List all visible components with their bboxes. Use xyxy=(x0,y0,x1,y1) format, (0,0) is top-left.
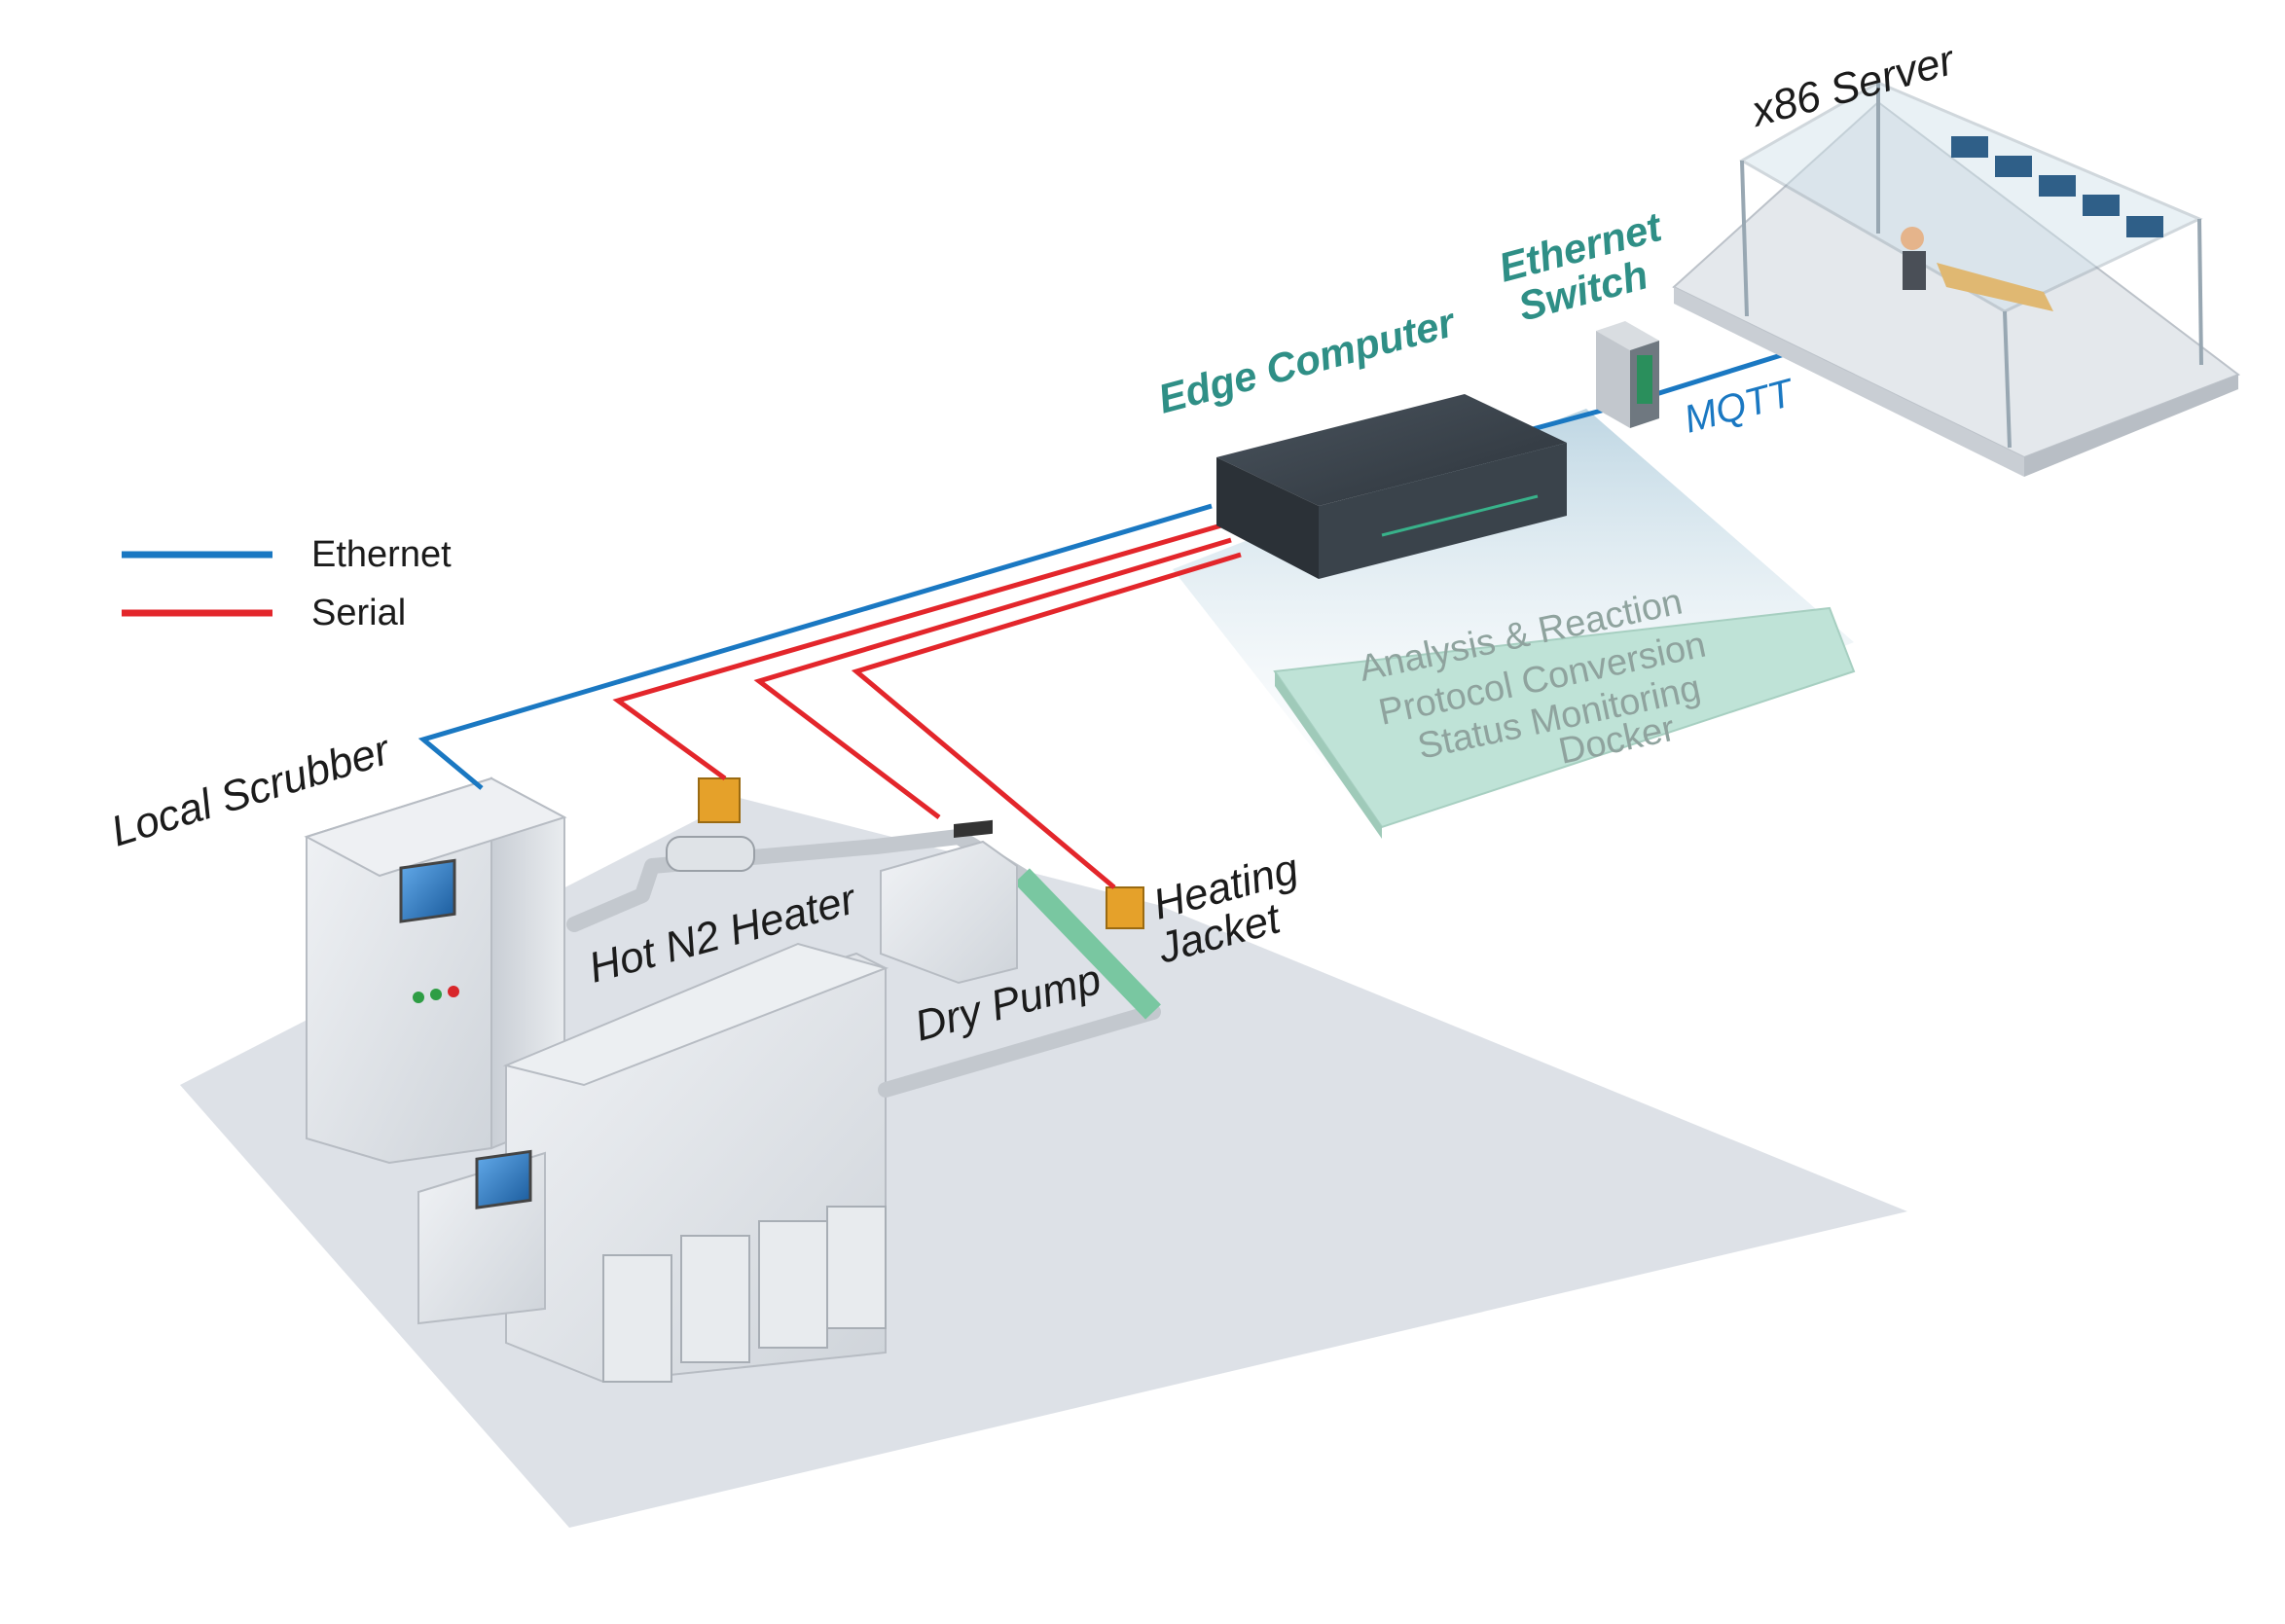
load-ports xyxy=(602,1206,887,1383)
ethernet-switch-device xyxy=(1596,321,1659,428)
control-room xyxy=(1672,81,2241,477)
serial-line-jacket xyxy=(851,552,1242,889)
ethernet-line-scrubber xyxy=(417,503,1213,790)
edge-computer-label: Edge Computer xyxy=(1153,299,1462,422)
edge-computer-device xyxy=(1216,394,1567,579)
operator-desk xyxy=(1937,263,2053,311)
legend: Ethernet Serial xyxy=(122,534,452,633)
legend-serial-label: Serial xyxy=(311,593,406,633)
dry-pump xyxy=(880,819,1018,985)
process-tool xyxy=(417,942,889,1384)
serial-line-pump xyxy=(753,537,1232,819)
local-scrubber-cabinet xyxy=(304,776,567,1165)
serial-line-heater xyxy=(612,523,1222,781)
legend-ethernet-label: Ethernet xyxy=(311,534,452,575)
heater-junction-box xyxy=(698,777,741,823)
wall-monitors xyxy=(1951,136,2163,237)
operator-figure xyxy=(1901,227,1924,250)
heating-jacket-sleeve xyxy=(1014,868,1161,1020)
jacket-junction-box xyxy=(1106,886,1144,929)
hot-n2-heater xyxy=(666,836,755,872)
